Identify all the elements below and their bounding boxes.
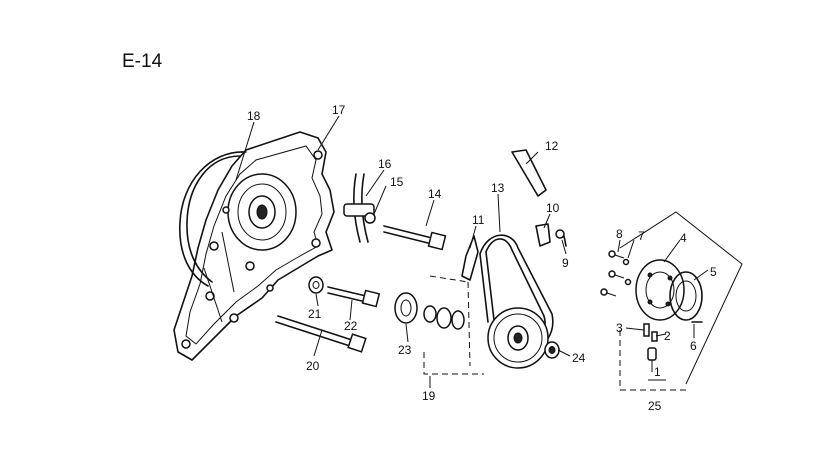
part-crankcase-cover bbox=[173, 131, 335, 361]
part-bolt-14 bbox=[383, 225, 447, 251]
diagram-title: E-14 bbox=[122, 51, 163, 72]
part-frame-25 bbox=[619, 211, 743, 391]
part-chain-guide-11 bbox=[461, 235, 479, 281]
callout-6: 6 bbox=[690, 339, 697, 353]
callout-labels: 18 17 16 15 14 13 12 11 10 9 8 7 4 5 21 … bbox=[247, 103, 717, 413]
part-tube-clamp bbox=[343, 173, 376, 243]
callout-22: 22 bbox=[344, 319, 358, 333]
part-gear-assembly-19 bbox=[423, 275, 484, 375]
callout-3: 3 bbox=[616, 321, 623, 335]
callout-21: 21 bbox=[308, 307, 322, 321]
callout-25: 25 bbox=[648, 399, 662, 413]
callout-10: 10 bbox=[546, 201, 560, 215]
part-bolt-20 bbox=[275, 315, 367, 353]
callout-14: 14 bbox=[428, 187, 442, 201]
part-gasket-5 bbox=[669, 271, 703, 321]
callout-11: 11 bbox=[472, 213, 485, 227]
callout-24: 24 bbox=[572, 351, 586, 365]
part-guide-plate-12 bbox=[511, 149, 547, 197]
callout-17: 17 bbox=[332, 103, 346, 117]
callout-19: 19 bbox=[422, 389, 436, 403]
part-bolt-22 bbox=[327, 286, 381, 308]
part-sprocket bbox=[487, 307, 549, 369]
part-washer-21 bbox=[308, 276, 324, 294]
callout-2: 2 bbox=[664, 329, 671, 343]
callout-8: 8 bbox=[616, 227, 623, 241]
callout-1: 1 bbox=[654, 365, 661, 379]
leader-lines bbox=[235, 115, 709, 388]
callout-13: 13 bbox=[491, 181, 505, 195]
callout-16: 16 bbox=[378, 157, 392, 171]
callout-18: 18 bbox=[247, 109, 261, 123]
callout-7: 7 bbox=[638, 229, 645, 243]
callout-20: 20 bbox=[306, 359, 320, 373]
part-bracket-10 bbox=[535, 223, 567, 247]
callout-9: 9 bbox=[562, 256, 569, 270]
callout-4: 4 bbox=[680, 231, 687, 245]
part-washer-24 bbox=[544, 341, 560, 359]
part-screws-8 bbox=[600, 250, 632, 297]
part-pump-body-4 bbox=[635, 259, 685, 321]
callout-15: 15 bbox=[390, 175, 404, 189]
callout-12: 12 bbox=[545, 139, 559, 153]
callout-23: 23 bbox=[398, 343, 412, 357]
callout-5: 5 bbox=[710, 265, 717, 279]
part-oil-seal-23 bbox=[394, 292, 418, 324]
